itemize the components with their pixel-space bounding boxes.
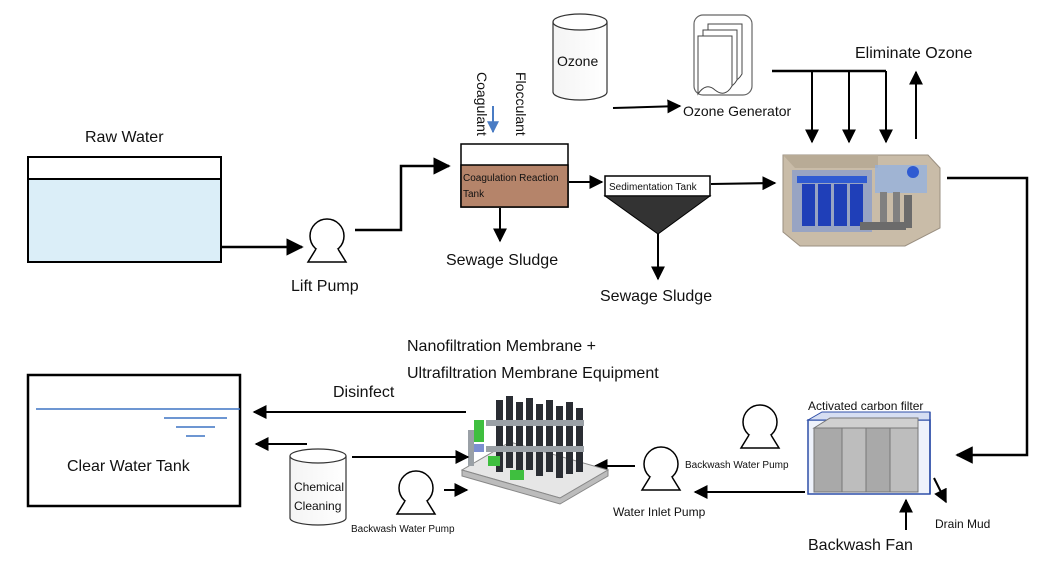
ozone-cylinder-icon	[552, 13, 608, 101]
flocculant-label: Flocculant	[513, 72, 529, 136]
activated-carbon-filter-label: Activated carbon filter	[808, 399, 923, 413]
backwash-fan-label: Backwash Fan	[808, 537, 913, 554]
coagulation-reaction-tank	[460, 143, 569, 208]
ozone-generator-icon	[693, 14, 753, 96]
backwash-water-pump-right-icon	[739, 404, 781, 449]
membrane-label-line1: Nanofiltration Membrane +	[407, 338, 596, 355]
flow-ozone-to-generator	[612, 99, 682, 114]
flow-sedimentation-to-ozone-tank	[710, 176, 777, 191]
activated-carbon-filter-icon	[806, 411, 931, 495]
coagulant-label: Coagulant	[474, 72, 490, 136]
drain-mud-arrow	[933, 477, 947, 504]
ozone-generator-label: Ozone Generator	[683, 103, 792, 119]
coagulation-tank-label-line2: Tank	[463, 189, 485, 200]
flow-pump-to-coagulation	[355, 157, 451, 232]
eliminate-ozone-label: Eliminate Ozone	[855, 45, 972, 62]
membrane-equipment-icon	[460, 396, 610, 505]
sedimentation-tank	[603, 175, 712, 235]
ozone-label: Ozone	[557, 53, 598, 69]
sedimentation-tank-label: Sedimentation Tank	[609, 182, 698, 193]
drain-mud-label: Drain Mud	[935, 517, 990, 531]
clear-water-tank-label: Clear Water Tank	[67, 458, 191, 475]
raw-water-tank	[27, 156, 222, 263]
sewage-sludge-label-2: Sewage Sludge	[600, 288, 712, 305]
chemical-cleaning-label-line2: Cleaning	[294, 499, 341, 513]
backwash-water-pump-left-label: Backwash Water Pump	[351, 524, 455, 535]
lift-pump-icon	[306, 218, 348, 263]
water-inlet-pump-icon	[640, 446, 682, 491]
ozone-contact-tank-icon	[782, 154, 941, 247]
membrane-label-line2: Ultrafiltration Membrane Equipment	[407, 365, 659, 382]
flow-ozone-tank-to-carbon-filter	[947, 176, 1029, 464]
raw-water-label: Raw Water	[85, 129, 164, 146]
coagulation-tank-label-line1: Coagulation Reaction	[463, 173, 559, 184]
chemical-cleaning-label-line1: Chemical	[294, 480, 344, 494]
water-inlet-pump-label: Water Inlet Pump	[613, 505, 706, 519]
clear-water-tank	[26, 373, 242, 508]
backwash-water-pump-right-label: Backwash Water Pump	[685, 460, 789, 471]
backwash-water-pump-left-icon	[395, 470, 437, 515]
lift-pump-label: Lift Pump	[291, 278, 359, 295]
chemical-cleaning-cylinder-icon	[289, 448, 347, 526]
disinfect-label: Disinfect	[333, 384, 395, 401]
sewage-sludge-label-1: Sewage Sludge	[446, 252, 558, 269]
